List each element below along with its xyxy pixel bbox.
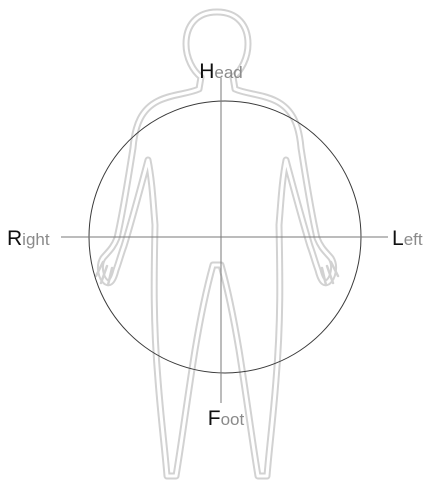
label-head: Head (199, 60, 243, 83)
label-left: Left (392, 227, 423, 250)
label-right: Right (7, 227, 50, 250)
label-foot: Foot (208, 407, 245, 430)
